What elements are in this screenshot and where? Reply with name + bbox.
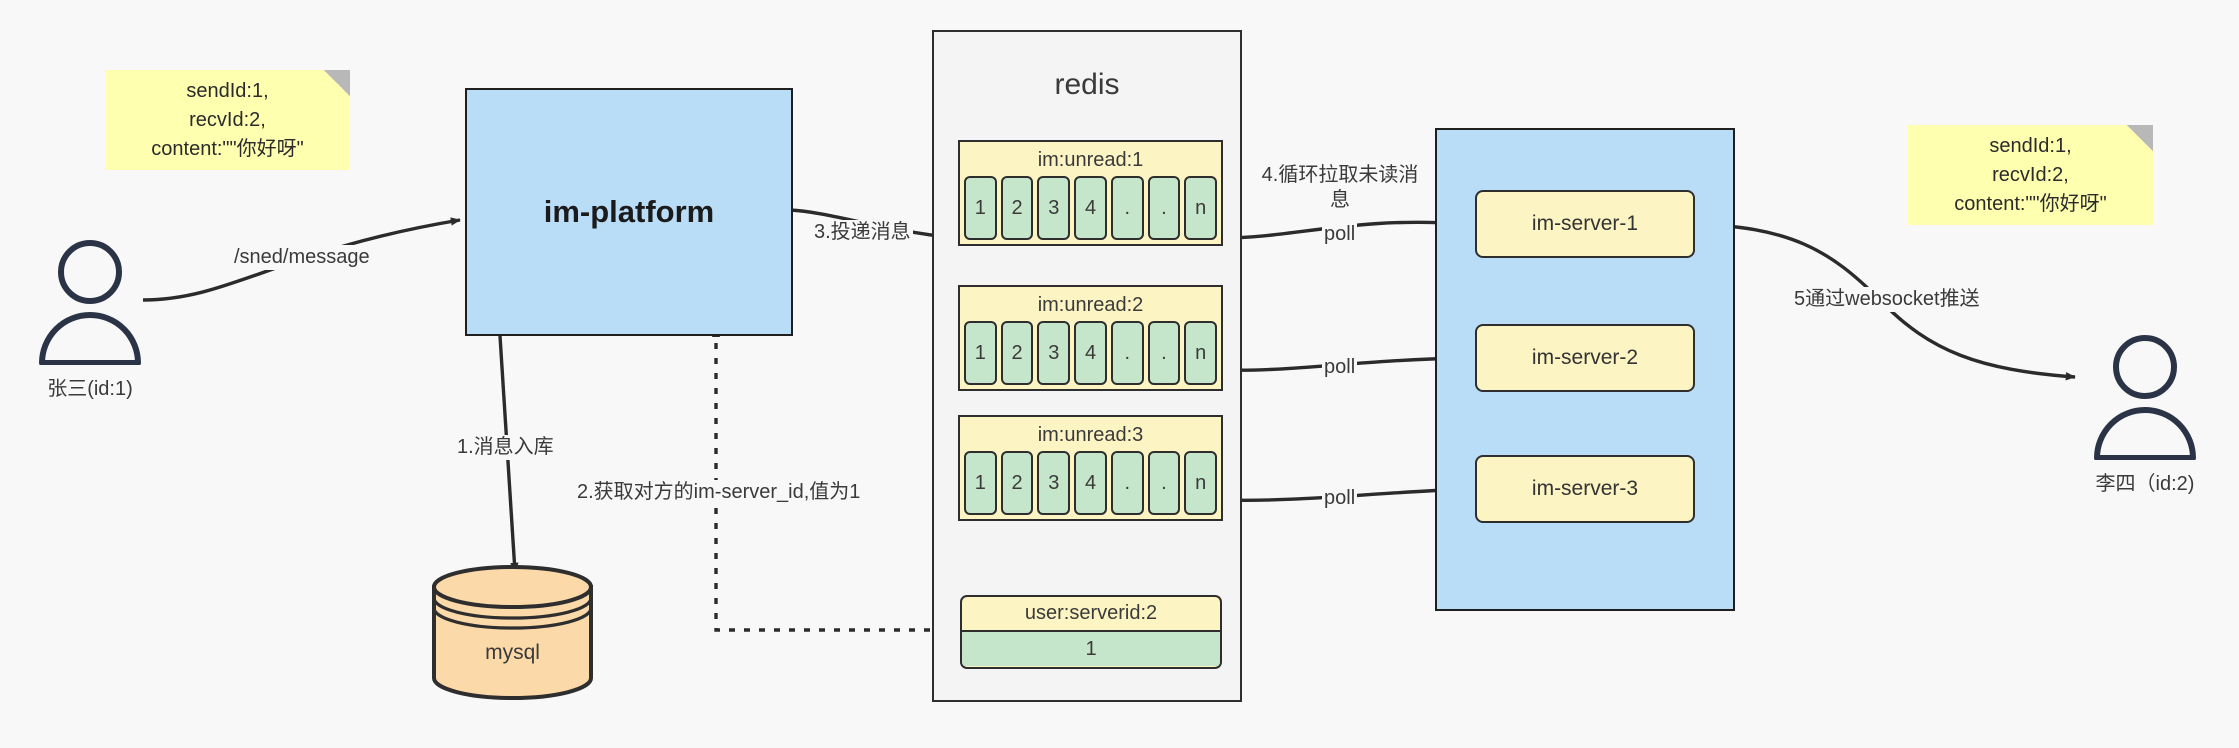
queue-cell[interactable]: 2 [1000, 176, 1034, 240]
actor-receiver: 李四（id:2) [2085, 330, 2205, 495]
queue-cells: 1 2 3 4 . . n [964, 176, 1218, 240]
edge-label-poll-1: poll [1322, 222, 1358, 247]
queue-cell[interactable]: . [1110, 451, 1144, 515]
edge-label-step4: 4.循环拉取未读消 息 [1258, 163, 1422, 213]
edge-fetch-serverid [711, 327, 960, 632]
note-right-message: sendId:1, recvId:2, content:""你好呀" [1908, 125, 2153, 225]
im-platform-label: im-platform [543, 194, 715, 229]
queue-cell[interactable]: 1 [964, 451, 997, 515]
redis-queue-im-unread-3[interactable]: im:unread:3 1 2 3 4 . . n [958, 415, 1223, 521]
queue-cell[interactable]: 1 [964, 176, 997, 240]
im-server-1-label: im-server-1 [1531, 212, 1639, 235]
redis-queue-im-unread-2[interactable]: im:unread:2 1 2 3 4 . . n [958, 285, 1223, 391]
im-server-2-box[interactable]: im-server-2 [1475, 324, 1695, 392]
actor-sender-label: 张三(id:1) [47, 378, 133, 400]
queue-cell[interactable]: . [1147, 321, 1181, 385]
mysql-label: mysql [485, 640, 540, 664]
kv-key-label: user:serverid:2 [962, 597, 1220, 632]
edge-label-step5: 5通过websocket推送 [1792, 287, 1982, 312]
queue-cell[interactable]: 4 [1074, 321, 1107, 385]
queue-cell[interactable]: . [1110, 321, 1144, 385]
note-right-text: sendId:1, recvId:2, content:""你好呀" [1954, 134, 2107, 215]
actor-receiver-label: 李四（id:2) [2095, 473, 2195, 495]
edge-label-poll-2: poll [1322, 355, 1358, 380]
person-icon [39, 240, 141, 366]
queue-key-label: im:unread:3 [1037, 424, 1144, 446]
note-left-text: sendId:1, recvId:2, content:""你好呀" [151, 79, 304, 160]
im-server-2-label: im-server-2 [1531, 346, 1639, 369]
redis-queue-im-unread-1[interactable]: im:unread:1 1 2 3 4 . . n [958, 140, 1223, 246]
queue-cell[interactable]: n [1184, 451, 1218, 515]
redis-kv-user-serverid[interactable]: user:serverid:2 1 [960, 595, 1222, 669]
edge-label-step1: 1.消息入库 [455, 435, 556, 460]
database-cylinder-icon [432, 565, 593, 700]
queue-cell[interactable]: 4 [1074, 176, 1107, 240]
queue-cells: 1 2 3 4 . . n [964, 321, 1218, 385]
note-left-message: sendId:1, recvId:2, content:""你好呀" [105, 70, 350, 170]
queue-cell[interactable]: n [1184, 321, 1218, 385]
edge-label-poll-3: poll [1322, 486, 1358, 511]
queue-cell[interactable]: 3 [1037, 321, 1071, 385]
im-server-1-box[interactable]: im-server-1 [1475, 190, 1695, 258]
queue-cell[interactable]: 3 [1037, 176, 1071, 240]
queue-cell[interactable]: . [1147, 451, 1181, 515]
queue-cell[interactable]: 1 [964, 321, 997, 385]
edge-label-step2: 2.获取对方的im-server_id,值为1 [575, 480, 863, 505]
mysql-database[interactable]: mysql [430, 565, 595, 700]
im-server-3-box[interactable]: im-server-3 [1475, 455, 1695, 523]
redis-title: redis [1054, 68, 1120, 101]
queue-cell[interactable]: n [1184, 176, 1218, 240]
queue-key-label: im:unread:2 [1037, 294, 1144, 316]
im-platform-box[interactable]: im-platform [465, 88, 793, 336]
edge-label-step3: 3.投递消息 [812, 220, 913, 245]
queue-cell[interactable]: . [1110, 176, 1144, 240]
queue-cell[interactable]: 2 [1000, 321, 1034, 385]
kv-value-label: 1 [962, 632, 1220, 666]
queue-cell[interactable]: 4 [1074, 451, 1107, 515]
queue-key-label: im:unread:1 [1037, 149, 1144, 171]
queue-cell[interactable]: 2 [1000, 451, 1034, 515]
queue-cell[interactable]: . [1147, 176, 1181, 240]
queue-cells: 1 2 3 4 . . n [964, 451, 1218, 515]
queue-cell[interactable]: 3 [1037, 451, 1071, 515]
im-server-3-label: im-server-3 [1531, 477, 1639, 500]
note-fold-icon [324, 70, 350, 96]
person-icon [2094, 335, 2196, 461]
edge-label-send-message: /sned/message [232, 245, 372, 270]
actor-sender: 张三(id:1) [30, 235, 150, 400]
note-fold-icon [2127, 125, 2153, 151]
